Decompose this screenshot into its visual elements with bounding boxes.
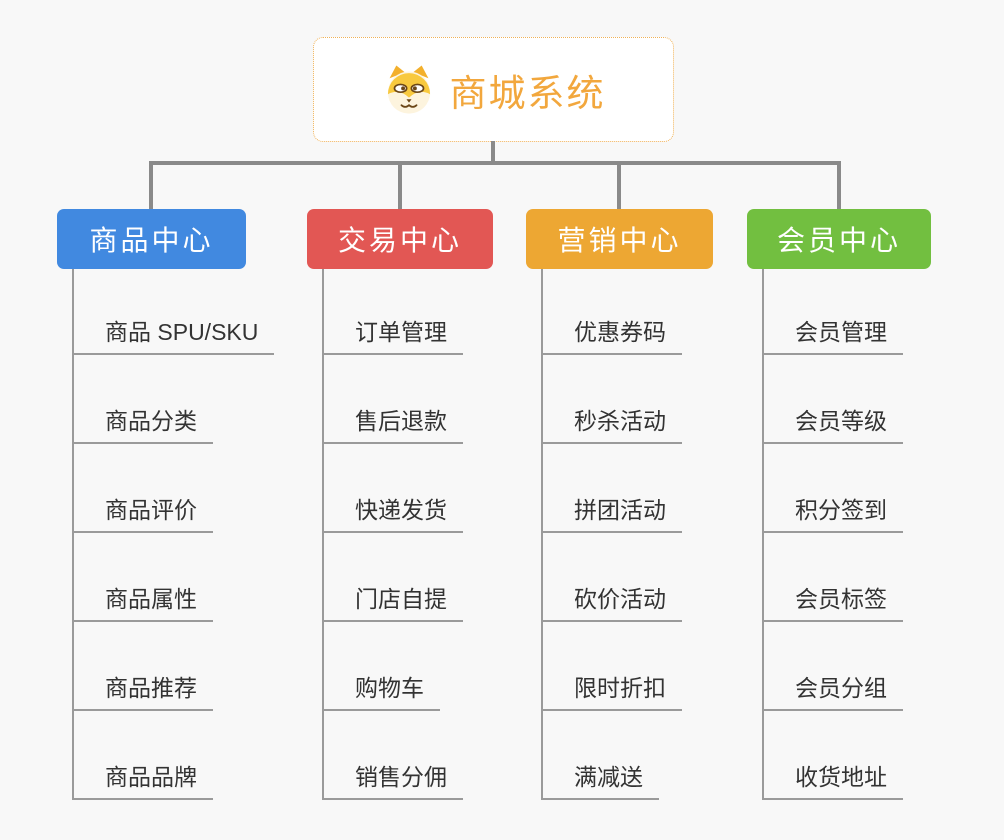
branch-member-center: 会员中心 会员管理 会员等级 积分签到 会员标签 会员分组 收货地址 (747, 209, 931, 800)
branch-trunk-line (541, 269, 543, 800)
leaf-node[interactable]: 快递发货 (322, 499, 463, 533)
branch-marketing-center: 营销中心 优惠券码 秒杀活动 拼团活动 砍价活动 限时折扣 满减送 (526, 209, 713, 800)
leaf-node[interactable]: 限时折扣 (541, 677, 682, 711)
leaf-node[interactable]: 秒杀活动 (541, 410, 682, 444)
leaf-node[interactable]: 会员分组 (762, 677, 903, 711)
branch-header-marketing-center[interactable]: 营销中心 (526, 209, 713, 269)
leaf-node[interactable]: 砍价活动 (541, 588, 682, 622)
leaf-node[interactable]: 商品品牌 (72, 766, 213, 800)
branch-product-center: 商品中心 商品 SPU/SKU 商品分类 商品评价 商品属性 商品推荐 商品品牌 (57, 209, 275, 800)
connector-branch-stub (149, 163, 153, 209)
leaf-node[interactable]: 积分签到 (762, 499, 903, 533)
leaf-node[interactable]: 优惠券码 (541, 321, 682, 355)
connector-root-stub (491, 141, 495, 163)
branch-header-trade-center[interactable]: 交易中心 (307, 209, 493, 269)
branch-trunk-line (322, 269, 324, 800)
root-title: 商城系统 (449, 72, 606, 114)
leaf-node[interactable]: 拼团活动 (541, 499, 682, 533)
branch-trade-center: 交易中心 订单管理 售后退款 快递发货 门店自提 购物车 销售分佣 (307, 209, 493, 800)
leaf-node[interactable]: 商品属性 (72, 588, 213, 622)
branch-trunk-line (762, 269, 764, 800)
branch-trunk-line (72, 269, 74, 800)
branch-header-product-center[interactable]: 商品中心 (57, 209, 246, 269)
root-node[interactable]: 商城系统 (313, 37, 674, 142)
leaf-node[interactable]: 满减送 (541, 766, 659, 800)
leaf-node[interactable]: 会员等级 (762, 410, 903, 444)
leaf-node[interactable]: 售后退款 (322, 410, 463, 444)
branch-header-member-center[interactable]: 会员中心 (747, 209, 931, 269)
connector-branch-stub (617, 163, 621, 209)
leaf-node[interactable]: 销售分佣 (322, 766, 463, 800)
leaf-node[interactable]: 会员标签 (762, 588, 903, 622)
leaf-node[interactable]: 商品分类 (72, 410, 213, 444)
leaf-node[interactable]: 商品推荐 (72, 677, 213, 711)
connector-horizontal-bar (149, 161, 841, 165)
leaf-node[interactable]: 会员管理 (762, 321, 903, 355)
connector-branch-stub (398, 163, 402, 209)
leaf-node[interactable]: 商品评价 (72, 499, 213, 533)
leaf-node[interactable]: 购物车 (322, 677, 440, 711)
leaf-node[interactable]: 订单管理 (322, 321, 463, 355)
leaf-node[interactable]: 门店自提 (322, 588, 463, 622)
leaf-node[interactable]: 收货地址 (762, 766, 903, 800)
connector-branch-stub (837, 163, 841, 209)
leaf-node[interactable]: 商品 SPU/SKU (72, 321, 275, 355)
dog-face-icon (382, 63, 436, 117)
